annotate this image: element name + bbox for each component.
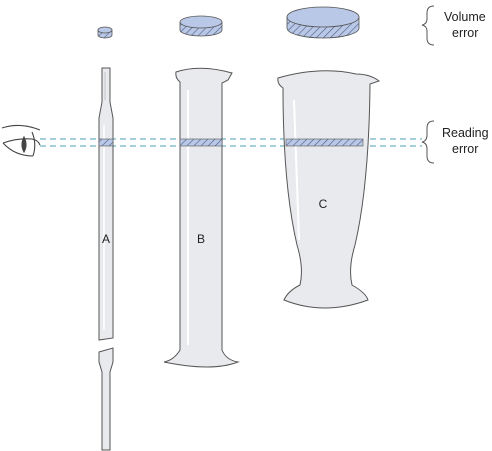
meniscus-band-b (179, 138, 223, 147)
label-c: C (319, 197, 328, 211)
label-a: A (102, 232, 110, 246)
volume-error-line1: Volume (444, 10, 486, 24)
reading-error-brace (421, 120, 435, 164)
volume-disc-c (286, 6, 360, 39)
label-b: B (197, 232, 205, 246)
volume-disc-b (179, 15, 223, 37)
volume-error-line2: error (452, 26, 478, 40)
reading-error-line1: Reading (442, 126, 489, 140)
meniscus-band-c (285, 138, 364, 147)
reading-error-line2: error (452, 142, 478, 156)
volume-error-label: Volume error (444, 10, 489, 40)
volume-disc-a (97, 26, 113, 39)
reading-error-label: Reading error (442, 126, 492, 156)
conical-vessel-c (277, 70, 381, 309)
graduated-cylinder-b (163, 67, 240, 368)
volume-error-brace (421, 5, 435, 46)
pipette-a (98, 67, 114, 451)
meniscus-band-a (98, 138, 114, 147)
eye-icon (1, 124, 41, 157)
